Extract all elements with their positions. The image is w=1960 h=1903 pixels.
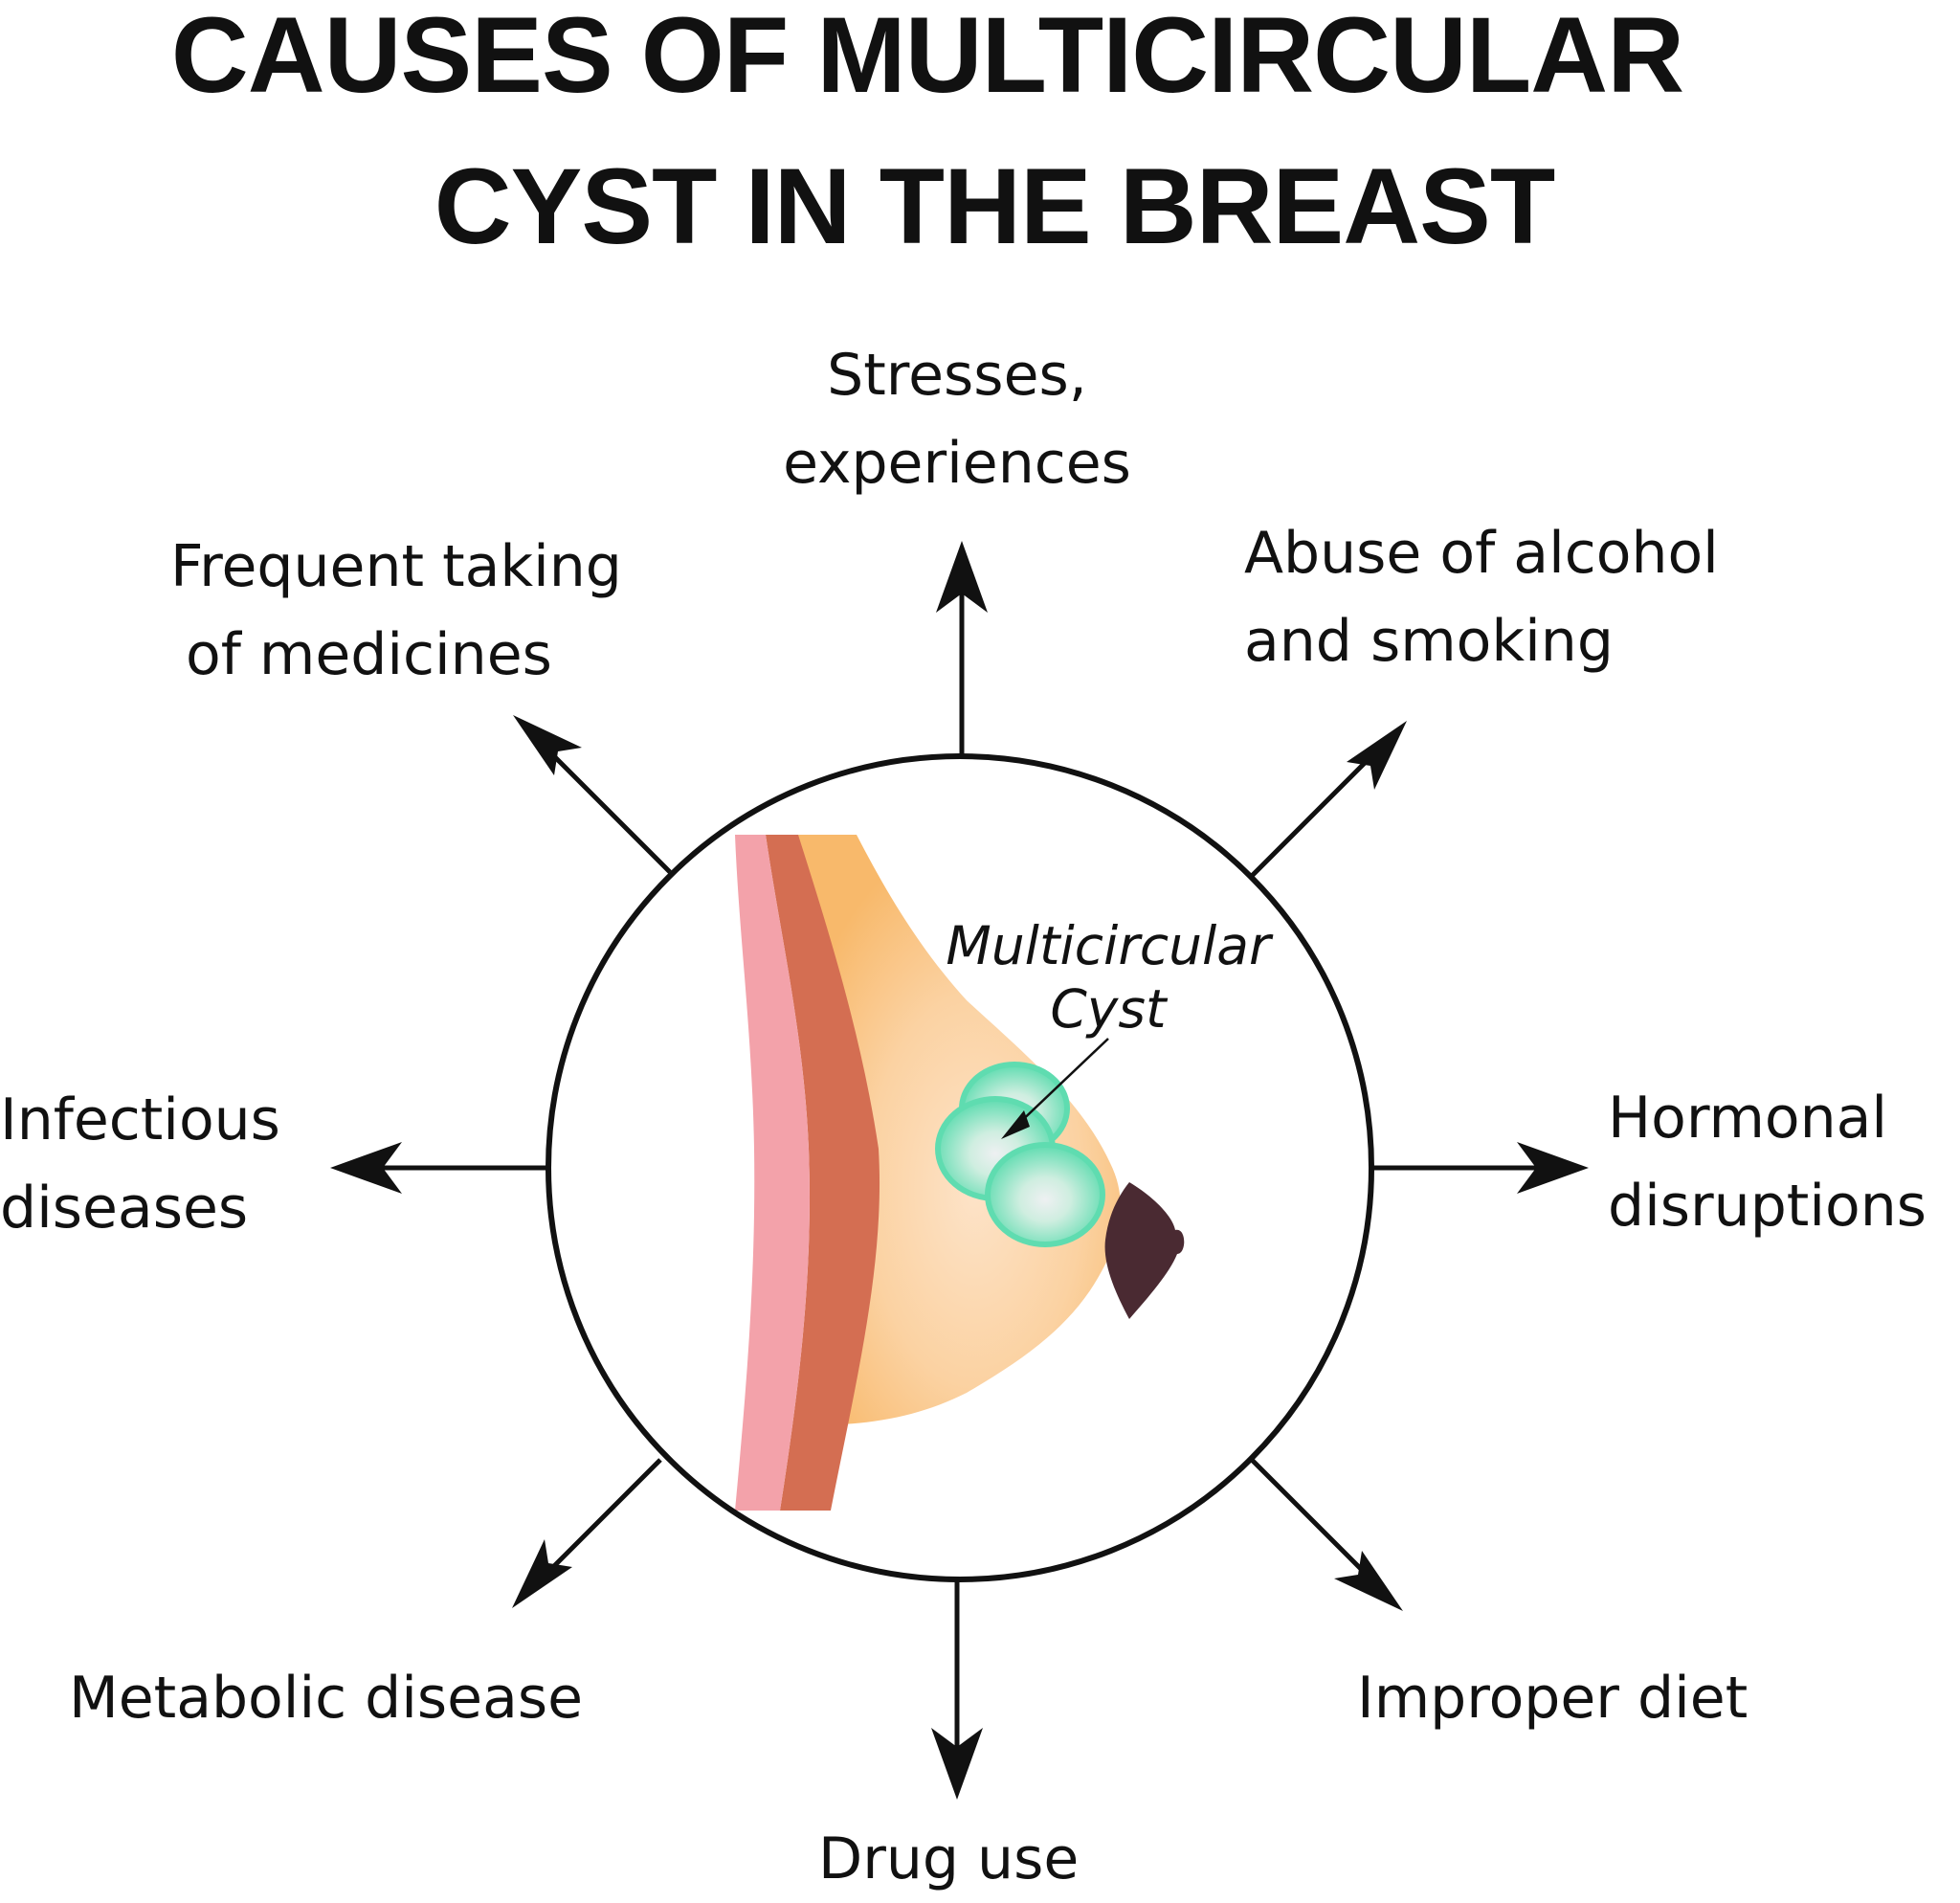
cyst-label-line-1: Multicircular bbox=[946, 915, 1271, 976]
breast-illustration bbox=[546, 753, 1374, 1582]
cyst-leader-arrowhead bbox=[1001, 1110, 1030, 1139]
cyst-cluster bbox=[935, 1062, 1105, 1247]
cause-left: Infectious diseases bbox=[0, 1076, 280, 1252]
page-title-line-1: CAUSES OF MULTICIRCULAR bbox=[170, 0, 1684, 115]
cyst-label-line-2: Cyst bbox=[1050, 978, 1167, 1040]
cause-left-line-1: Infectious bbox=[0, 1086, 280, 1153]
arrow-bottom-right bbox=[1248, 1456, 1403, 1611]
arrow-top bbox=[936, 541, 988, 756]
cause-bottom-right: Improper diet bbox=[1357, 1654, 1748, 1742]
skin-layer bbox=[735, 835, 810, 1511]
cause-bottom: Drug use bbox=[818, 1815, 1079, 1903]
arrow-top-left bbox=[513, 715, 672, 874]
cause-top: Stresses, experiences bbox=[746, 331, 1168, 507]
arrow-left bbox=[330, 1142, 547, 1194]
cause-top-line-2: experiences bbox=[783, 430, 1131, 497]
page-title-line-2: CYST IN THE BREAST bbox=[434, 146, 1556, 266]
cause-top-right: Abuse of alcohol and smoking bbox=[1244, 509, 1719, 685]
cause-top-right-line-2: and smoking bbox=[1244, 608, 1614, 675]
cause-top-line-1: Stresses, bbox=[827, 342, 1087, 409]
cause-bottom-right-line-1: Improper diet bbox=[1357, 1665, 1748, 1732]
cause-right: Hormonal disruptions bbox=[1608, 1074, 1927, 1250]
arrow-top-right bbox=[1248, 721, 1407, 880]
cause-bottom-left-line-1: Metabolic disease bbox=[69, 1665, 584, 1732]
cause-right-line-2: disruptions bbox=[1608, 1173, 1927, 1240]
cause-top-right-line-1: Abuse of alcohol bbox=[1244, 520, 1719, 587]
arrows bbox=[330, 541, 1589, 1800]
cyst-2 bbox=[985, 1142, 1105, 1247]
nipple bbox=[1104, 1182, 1185, 1319]
cause-bottom-line-1: Drug use bbox=[818, 1825, 1080, 1892]
cause-top-left-line-1: Frequent taking bbox=[170, 533, 622, 600]
cyst-label: Multicircular Cyst bbox=[936, 914, 1281, 1041]
cause-bottom-left: Metabolic disease bbox=[69, 1654, 583, 1742]
cause-top-left-line-2: of medicines bbox=[186, 621, 552, 688]
arrow-right bbox=[1371, 1142, 1589, 1194]
cause-left-line-2: diseases bbox=[0, 1175, 249, 1242]
arrow-bottom-left bbox=[512, 1458, 662, 1608]
cause-top-left: Frequent taking of medicines bbox=[170, 523, 622, 699]
muscle-layer bbox=[766, 835, 880, 1511]
cause-right-line-1: Hormonal bbox=[1608, 1085, 1888, 1152]
cyst-leader-line bbox=[1013, 1038, 1109, 1129]
arrow-bottom bbox=[931, 1579, 983, 1800]
